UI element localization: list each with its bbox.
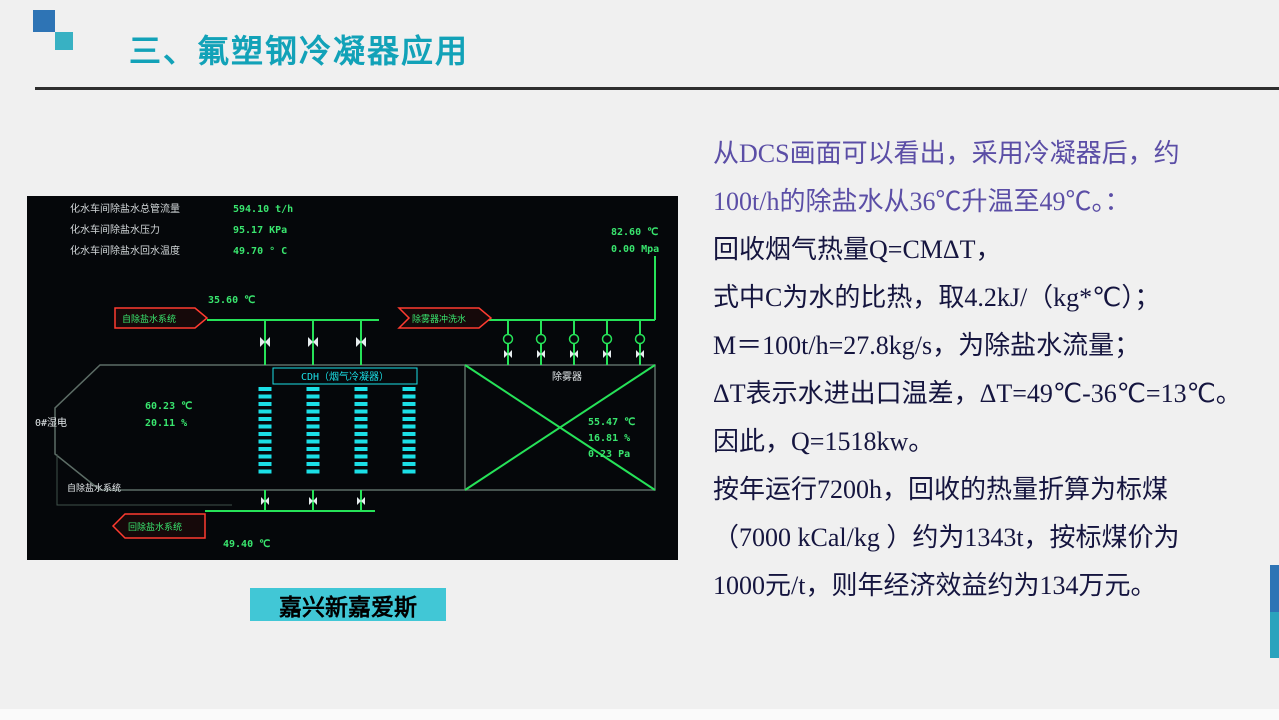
deco-square-blue — [33, 10, 55, 32]
analysis-line: （7000 kCal/kg ）约为1343t，按标煤价为 — [713, 523, 1180, 552]
esp-label: 0#湿电 — [35, 416, 67, 429]
condenser-tube-banks — [258, 387, 416, 477]
return-arrow: 回除盐水系统 — [111, 513, 206, 539]
outlet-valve-icons — [261, 497, 365, 505]
analysis-line: 1000元/t，则年经济效益约为134万元。 — [713, 571, 1157, 600]
inlet-arrow: 自除盐水系统 — [114, 307, 209, 329]
slide-title: 三、氟塑钢冷凝器应用 — [129, 33, 470, 69]
edge-bar-blue — [1270, 565, 1279, 612]
wash-arrow-shape — [397, 307, 493, 329]
return-arrow-label: 回除盐水系统 — [128, 521, 182, 533]
left-humidity-value: 20.11 % — [145, 418, 187, 429]
dcs-diagram: 化水车间除盐水总管流量 594.10 t/h 化水车间除盐水压力 95.17 K… — [27, 196, 678, 560]
right-pressure-value: 0.23 Pa — [588, 449, 630, 460]
left-temp-value: 60.23 ℃ — [145, 401, 192, 412]
analysis-line: 因此，Q=1518kw。 — [713, 427, 935, 456]
dcs-header-rows: 化水车间除盐水总管流量 594.10 t/h 化水车间除盐水压力 95.17 K… — [70, 202, 293, 257]
analysis-panel: 从DCS画面可以看出，采用冷凝器后，约 100t/h的除盐水从36℃升温至49℃… — [713, 130, 1273, 610]
right-temp-value: 55.47 ℃ — [588, 417, 635, 428]
outlet-temp-value: 49.40 ℃ — [223, 539, 270, 550]
inlet-arrow-shape — [114, 307, 209, 329]
row-label: 化水车间除盐水压力 — [70, 223, 160, 236]
row-value: 594.10 t/h — [233, 204, 293, 215]
analysis-line: 按年运行7200h，回收的热量折算为标煤 — [713, 475, 1169, 504]
inlet-valve-icons — [260, 337, 366, 347]
inlet-arrow-label: 自除盐水系统 — [122, 313, 176, 325]
duct-label: 自除盐水系统 — [67, 482, 121, 494]
header-divider — [35, 87, 1279, 90]
analysis-line: 式中C为水的比热，取4.2kJ/（kg*℃）； — [713, 283, 1161, 312]
wash-valve-icons — [502, 333, 646, 358]
row-label: 化水车间除盐水总管流量 — [70, 202, 180, 215]
wash-arrow: 除雾器冲洗水 — [397, 307, 493, 329]
analysis-line: ΔT表示水进出口温差，ΔT=49℃-36℃=13℃。 — [713, 379, 1242, 408]
wash-arrow-label: 除雾器冲洗水 — [412, 313, 466, 325]
return-arrow-shape — [111, 513, 206, 539]
plant-caption: 嘉兴新嘉爱斯 — [250, 588, 446, 621]
demister-x — [464, 364, 656, 491]
edge-bar-teal — [1270, 612, 1279, 658]
condenser-label: CDH（烟气冷凝器） — [301, 370, 389, 383]
dcs-background — [27, 196, 678, 560]
lower-duct-outline — [56, 454, 232, 506]
condenser-label-box — [272, 367, 418, 385]
deco-square-teal — [55, 32, 73, 50]
analysis-line: 回收烟气热量Q=CMΔT， — [713, 235, 1002, 264]
row-value: 49.70 ° C — [233, 246, 287, 257]
flue-pressure-value: 0.00 Mpa — [611, 244, 659, 255]
bottom-strip — [0, 709, 1279, 720]
dcs-topright-values: 82.60 ℃ 0.00 Mpa — [611, 227, 659, 255]
analysis-line: 100t/h的除盐水从36℃升温至49℃。： — [713, 187, 1131, 216]
analysis-line: M＝100t/h=27.8kg/s，为除盐水流量； — [713, 331, 1141, 360]
row-label: 化水车间除盐水回水温度 — [70, 244, 180, 257]
inlet-temp-value: 35.60 ℃ — [208, 295, 255, 306]
demister-label: 除雾器 — [552, 370, 582, 383]
row-value: 95.17 KPa — [233, 225, 287, 236]
right-humidity-value: 16.81 % — [588, 433, 630, 444]
flue-temp-value: 82.60 ℃ — [611, 227, 658, 238]
analysis-line: 从DCS画面可以看出，采用冷凝器后，约 — [713, 139, 1180, 168]
dcs-screenshot: 化水车间除盐水总管流量 594.10 t/h 化水车间除盐水压力 95.17 K… — [27, 196, 678, 560]
